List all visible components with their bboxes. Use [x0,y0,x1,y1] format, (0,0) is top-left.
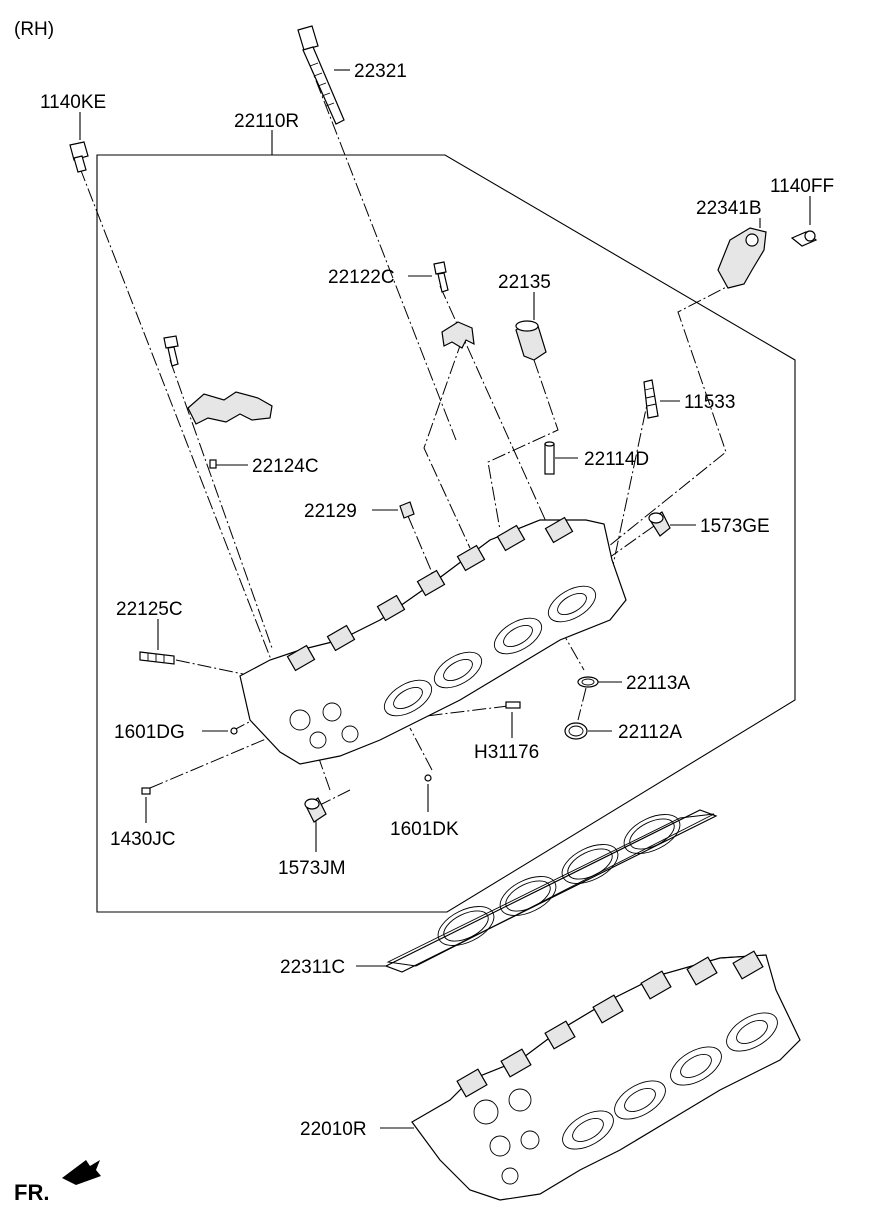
pin-h31176 [505,701,521,709]
bracket-22341b [717,227,767,289]
cylinder-head-22010r [411,950,801,1201]
label-22341b: 22341B [696,198,762,219]
bearing-cap-left [187,391,273,425]
side-label: (RH) [14,19,54,40]
plug-22129 [399,501,415,519]
bolt-cam-cap [163,335,179,367]
cylinder-head-assembly-upper [239,516,627,765]
ring-22113a [577,676,599,688]
plug-1573ge [648,511,671,537]
label-22114d: 22114D [584,449,649,470]
dowel-22114d [544,441,555,475]
label-1573ge: 1573GE [700,516,770,537]
label-22110r: 22110R [234,111,299,132]
label-11533: 11533 [684,392,735,413]
front-direction-label: FR. [14,1180,49,1205]
pin-1430jc [141,787,151,795]
label-22122c: 22122C [328,267,395,288]
label-h31176: H31176 [474,742,539,763]
label-22113a: 22113A [626,673,690,694]
pin-1601dg [230,727,238,735]
bolt-1140ff [790,230,818,247]
label-1140ke: 1140KE [40,92,106,113]
seal-22112a [564,722,588,740]
label-22112a: 22112A [618,722,682,743]
bearing-cap-22122c [441,321,475,349]
stud-22125c [139,651,175,665]
assembly-boundary [96,154,796,913]
label-22321: 22321 [354,61,407,82]
label-22124c: 22124C [252,456,319,477]
label-1573jm: 1573JM [278,858,346,879]
pin-22124c [209,459,217,469]
label-22010r: 22010R [300,1119,367,1140]
sleeve-22135 [515,320,547,361]
stud-11533 [643,379,659,419]
label-1601dk: 1601DK [390,819,459,840]
front-arrow-icon [62,1160,101,1185]
label-22125c: 22125C [116,599,183,620]
label-1601dg: 1601DG [114,722,185,743]
pin-1601dk [424,774,432,782]
bolt-22122c [433,261,449,293]
label-1430jc: 1430JC [110,829,176,850]
plug-1573jm [304,797,327,823]
label-1140ff: 1140FF [770,176,834,197]
bolt-1140ke [69,141,89,173]
label-22311c: 22311C [280,957,345,978]
label-22135: 22135 [498,272,551,293]
head-gasket-22311c [384,809,718,973]
bolt-22321 [297,25,345,125]
label-22129: 22129 [304,501,357,522]
